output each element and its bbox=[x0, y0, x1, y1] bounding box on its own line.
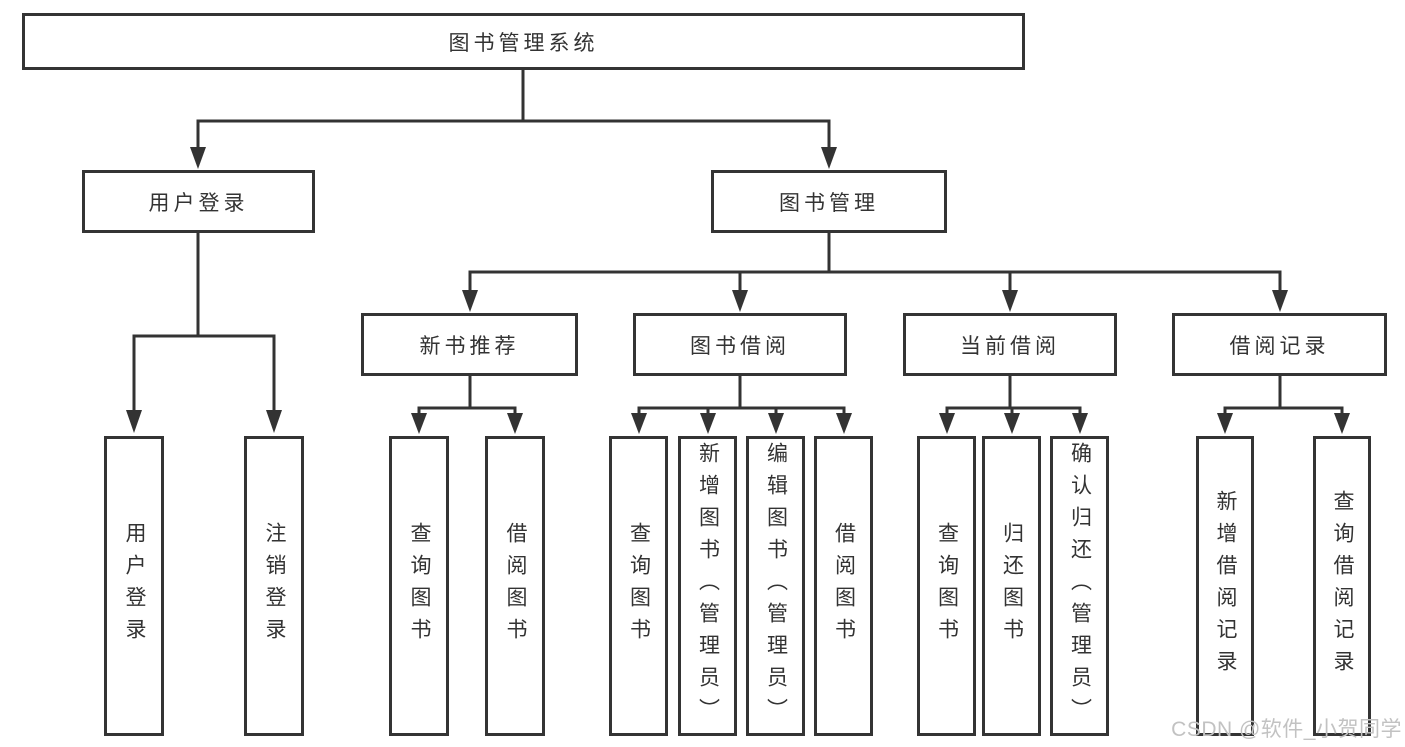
leaf-borrow-add-book-admin: 新增图书（管理员） bbox=[678, 436, 737, 736]
node-label: 查询借阅记录 bbox=[1331, 490, 1354, 682]
node-label: 确认归还（管理员） bbox=[1068, 442, 1092, 730]
leaf-records-add-record: 新增借阅记录 bbox=[1196, 436, 1254, 736]
connector-book-management-branch bbox=[462, 232, 1288, 312]
node-label: 图书借阅 bbox=[690, 334, 790, 358]
leaf-borrow-query-book: 查询图书 bbox=[609, 436, 668, 736]
leaf-current-query-book: 查询图书 bbox=[917, 436, 976, 736]
node-book-borrow: 图书借阅 bbox=[633, 313, 847, 376]
connector-new-book-branch bbox=[411, 374, 523, 434]
leaf-recommend-query-book: 查询图书 bbox=[389, 436, 449, 736]
leaf-recommend-borrow-book: 借阅图书 bbox=[485, 436, 545, 736]
leaf-user-login: 用户登录 bbox=[104, 436, 164, 736]
node-label: 用户登录 bbox=[148, 191, 249, 215]
node-label: 新增图书（管理员） bbox=[696, 442, 720, 730]
node-book-management: 图书管理 bbox=[711, 170, 947, 233]
node-label: 新书推荐 bbox=[419, 334, 520, 358]
connector-root-to-level2 bbox=[190, 68, 837, 169]
node-label: 借阅图书 bbox=[504, 522, 527, 650]
connector-current-borrow-branch bbox=[939, 374, 1088, 434]
leaf-logout-login: 注销登录 bbox=[244, 436, 304, 736]
node-borrow-records: 借阅记录 bbox=[1172, 313, 1387, 376]
connector-user-login-branch bbox=[126, 231, 282, 433]
node-label: 查询图书 bbox=[935, 522, 959, 650]
connector-borrow-records-branch bbox=[1217, 374, 1350, 434]
node-label: 查询图书 bbox=[408, 522, 431, 650]
node-current-borrow: 当前借阅 bbox=[903, 313, 1117, 376]
node-label: 借阅记录 bbox=[1229, 334, 1330, 358]
connector-book-borrow-branch bbox=[631, 374, 852, 434]
node-label: 归还图书 bbox=[1000, 522, 1024, 650]
node-label: 当前借阅 bbox=[960, 334, 1060, 358]
leaf-current-return-book: 归还图书 bbox=[982, 436, 1041, 736]
node-label: 注销登录 bbox=[263, 522, 286, 650]
node-new-book-recommend: 新书推荐 bbox=[361, 313, 578, 376]
node-label: 查询图书 bbox=[627, 522, 651, 650]
node-label: 用户登录 bbox=[123, 522, 146, 650]
node-label: 图书管理系统 bbox=[448, 31, 599, 55]
node-label: 借阅图书 bbox=[832, 522, 856, 650]
node-user-login: 用户登录 bbox=[82, 170, 315, 233]
node-label: 编辑图书（管理员） bbox=[764, 442, 788, 730]
node-root: 图书管理系统 bbox=[22, 13, 1025, 70]
leaf-records-query-record: 查询借阅记录 bbox=[1313, 436, 1371, 736]
leaf-current-confirm-return-admin: 确认归还（管理员） bbox=[1050, 436, 1109, 736]
csdn-watermark: CSDN @软件_小贺同学 bbox=[1171, 718, 1402, 741]
leaf-borrow-borrow-book: 借阅图书 bbox=[814, 436, 873, 736]
leaf-borrow-edit-book-admin: 编辑图书（管理员） bbox=[746, 436, 805, 736]
node-label: 新增借阅记录 bbox=[1214, 490, 1237, 682]
node-label: 图书管理 bbox=[779, 191, 879, 215]
